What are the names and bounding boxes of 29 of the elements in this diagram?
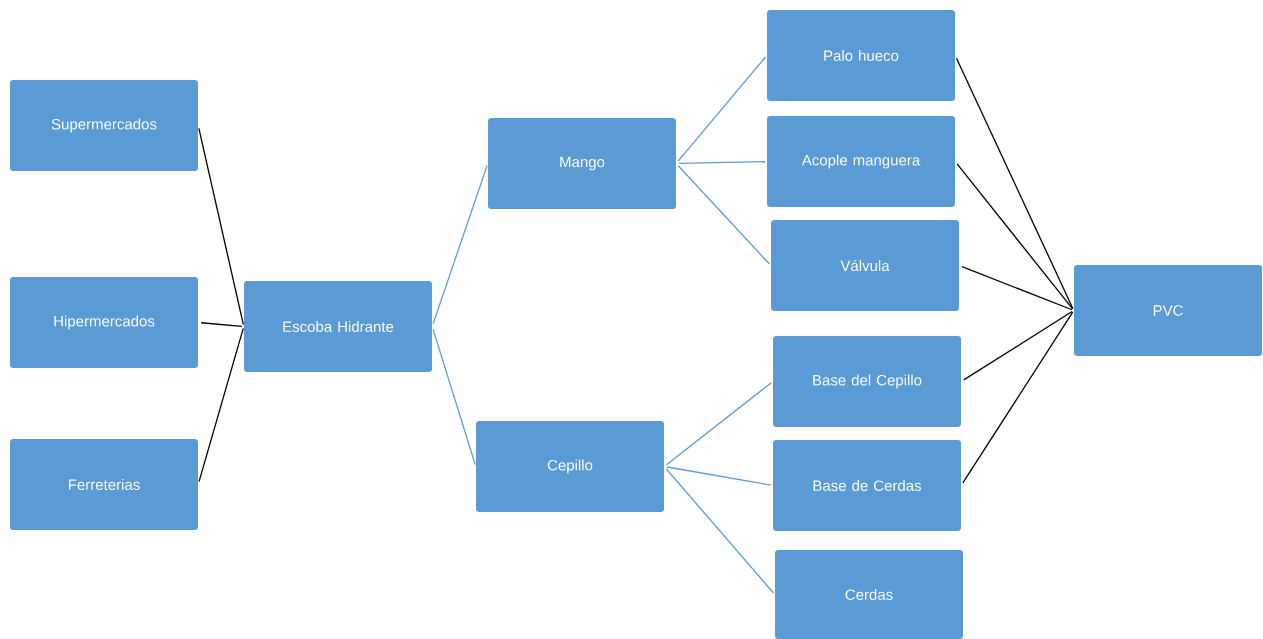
connector-line	[677, 165, 771, 265]
connector-line	[432, 328, 476, 466]
connector-line	[198, 127, 244, 326]
connector-line	[963, 310, 1073, 381]
connector-line	[956, 163, 1074, 310]
process-box: Cepillo	[476, 421, 664, 512]
connector-line	[678, 160, 766, 165]
process-box: PVC	[1074, 265, 1262, 356]
connector-line	[200, 322, 243, 327]
process-box: Mango	[488, 118, 676, 209]
connector-line	[961, 265, 1073, 311]
connector-line	[665, 382, 772, 466]
process-box: Ferreterias	[10, 439, 198, 530]
process-box: Acople manguera	[767, 116, 955, 207]
process-box: Válvula	[771, 220, 959, 311]
connector-line	[677, 56, 767, 162]
process-box: Base del Cepillo	[773, 336, 961, 427]
connector-line	[198, 327, 244, 483]
process-box: Escoba Hidrante	[244, 281, 432, 372]
connector-line	[962, 311, 1074, 484]
connector-line	[665, 468, 775, 594]
process-box: Supermercados	[10, 80, 198, 171]
connector-line	[666, 466, 772, 486]
process-box: Hipermercados	[10, 277, 198, 368]
connector-line	[432, 164, 488, 325]
connector-line	[955, 57, 1074, 310]
process-box: Base de Cerdas	[773, 440, 961, 531]
process-box: Palo hueco	[767, 10, 955, 101]
process-box: Cerdas	[775, 550, 963, 639]
